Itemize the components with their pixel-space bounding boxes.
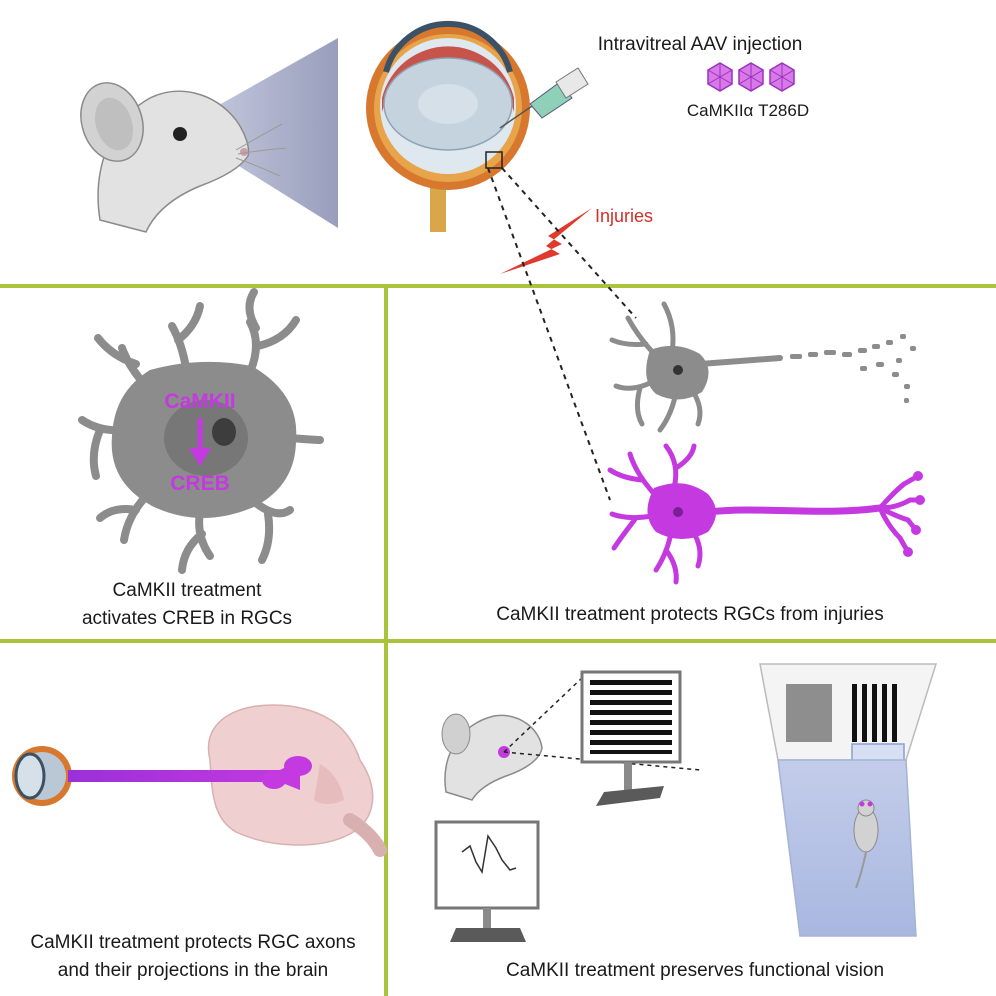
upstream-label: CaMKII bbox=[164, 390, 235, 413]
injury-label: Injuries bbox=[595, 206, 653, 226]
test-mouse-icon bbox=[441, 713, 543, 801]
panel-b-caption-line2: activates CREB in RGCs bbox=[82, 608, 292, 629]
construct-label: CaMKIIα T286D bbox=[687, 101, 809, 120]
eye-cross-section-icon bbox=[366, 20, 530, 232]
brain-target-lower bbox=[262, 771, 286, 789]
visual-task-chamber-icon bbox=[759, 663, 938, 937]
panel-e-caption: CaMKII treatment preserves functional vi… bbox=[506, 960, 884, 981]
eye-icon bbox=[12, 746, 72, 806]
injured-rgc-icon bbox=[609, 301, 916, 433]
panel-d-caption-line1: CaMKII treatment protects RGC axons bbox=[30, 932, 355, 953]
rgc-neuron-icon: CaMKII CREB bbox=[78, 288, 324, 574]
aav-virion-icon bbox=[769, 62, 795, 92]
mouse-head-icon bbox=[80, 82, 287, 233]
rgc-axon-bundle bbox=[68, 760, 300, 790]
panel-b-caption-line1: CaMKII treatment bbox=[113, 580, 263, 601]
aav-virion-group bbox=[707, 62, 795, 92]
aav-virion-icon bbox=[707, 62, 733, 92]
lightning-bolt-icon bbox=[500, 208, 592, 274]
erg-monitor-icon bbox=[434, 820, 540, 942]
panel-dividers bbox=[0, 284, 996, 996]
brain-target-upper bbox=[284, 756, 312, 776]
downstream-label: CREB bbox=[170, 472, 230, 495]
grating-monitor-icon bbox=[580, 670, 682, 806]
light-beam bbox=[178, 38, 338, 228]
panel-d-caption-line2: and their projections in the brain bbox=[58, 960, 328, 981]
zoom-lines bbox=[487, 167, 637, 501]
injection-label: Intravitreal AAV injection bbox=[598, 34, 803, 55]
aav-virion-icon bbox=[738, 62, 764, 92]
panel-c-caption: CaMKII treatment protects RGCs from inju… bbox=[496, 604, 884, 625]
syringe-icon bbox=[499, 67, 589, 129]
swimming-mouse-icon bbox=[853, 799, 879, 889]
protected-rgc-icon bbox=[607, 443, 925, 585]
